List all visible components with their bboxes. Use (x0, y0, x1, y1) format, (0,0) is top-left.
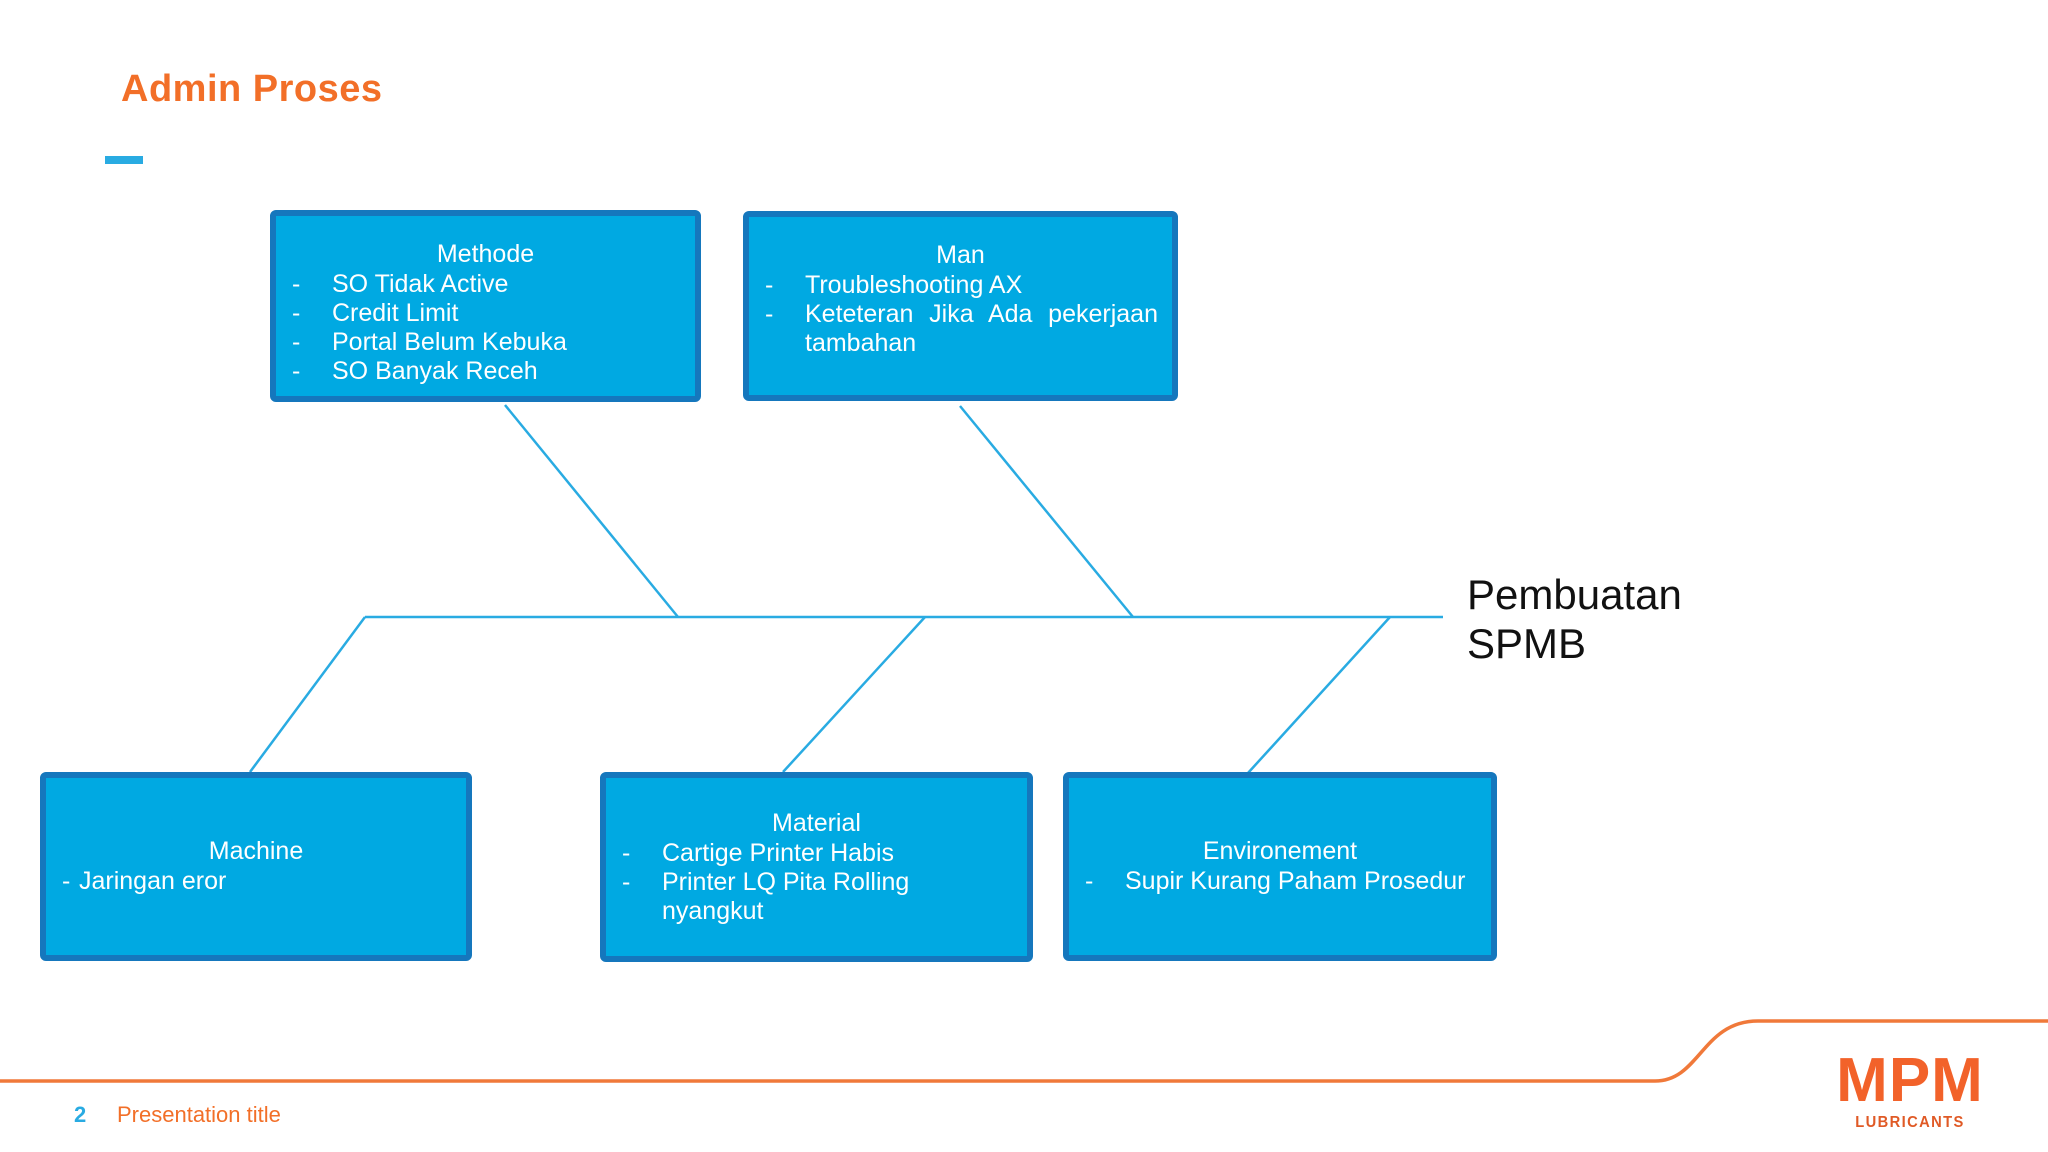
footer-curve-path (0, 1019, 2048, 1083)
effect-label: Pembuatan SPMB (1467, 571, 1682, 667)
page-title: Admin Proses (121, 68, 383, 110)
cause-box-title: Environement (1202, 837, 1358, 865)
bullet-dash: - (292, 328, 301, 356)
cause-box-man: Man - Troubleshooting AX - Keteteran Jik… (743, 211, 1178, 401)
cause-item-text: SO Banyak Receh (332, 357, 538, 385)
logo-wordmark: MPM (1836, 1046, 1984, 1115)
cause-item: - Keteteran Jika Ada pekerjaan tambahan (749, 300, 1172, 358)
cause-box-title: Machine (208, 837, 304, 865)
bullet-dash: - (292, 299, 301, 327)
bullet-dash: - (765, 271, 774, 299)
cause-item: - Credit Limit (276, 299, 695, 328)
cause-item: - SO Banyak Receh (276, 357, 695, 386)
cause-box-title: Material (772, 808, 861, 837)
title-accent-dash (105, 156, 143, 164)
cause-item-text: Printer LQ Pita Rolling nyangkut (662, 867, 910, 925)
material-rib-line (782, 616, 926, 773)
cause-item: - Jaringan eror (46, 867, 466, 896)
footer-presentation-title: Presentation title (117, 1102, 281, 1127)
cause-item-text: Cartige Printer Habis (662, 838, 895, 867)
bullet-dash: - (622, 867, 631, 896)
environement-rib-line (1247, 616, 1391, 774)
cause-item-text: SO Tidak Active (332, 270, 509, 298)
cause-box-material: Material - Cartige Printer Habis - Print… (600, 772, 1033, 962)
mpm-lubricants-logo: MPM LUBRICANTS (1820, 1050, 2000, 1132)
cause-item: - SO Tidak Active (276, 270, 695, 299)
cause-box-title: Methode (436, 240, 535, 268)
cause-item-text: Keteteran Jika Ada pekerjaan tambahan (805, 300, 1158, 357)
cause-item: - Printer LQ Pita Rolling nyangkut (606, 868, 1027, 926)
cause-item: - Supir Kurang Paham Prosedur (1069, 867, 1491, 896)
man-rib-line (959, 405, 1134, 618)
methode-rib-line (504, 404, 679, 618)
cause-item: - Portal Belum Kebuka (276, 328, 695, 357)
cause-item: - Troubleshooting AX (749, 271, 1172, 300)
bullet-dash: - (292, 357, 301, 385)
cause-item-text: Portal Belum Kebuka (332, 328, 567, 356)
cause-item-text: Troubleshooting AX (805, 271, 1023, 299)
bullet-dash: - (765, 300, 774, 328)
cause-box-environement: Environement - Supir Kurang Paham Prosed… (1063, 772, 1497, 961)
machine-rib-line (248, 616, 367, 773)
cause-item-text: Supir Kurang Paham Prosedur (1125, 867, 1466, 895)
bullet-dash: - (292, 270, 301, 298)
cause-box-methode: Methode - SO Tidak Active - Credit Limit… (270, 210, 701, 402)
cause-item-text: Credit Limit (332, 299, 459, 327)
logo-tagline: LUBRICANTS (1855, 1114, 1965, 1131)
cause-item-text: Jaringan eror (79, 867, 227, 895)
cause-box-title: Man (936, 241, 985, 269)
bullet-dash: - (622, 838, 631, 867)
page-number: 2 (74, 1102, 87, 1127)
bullet-dash: - (1085, 867, 1094, 895)
bullet-dash: - (62, 867, 71, 895)
cause-box-machine: Machine - Jaringan eror (40, 772, 472, 961)
cause-item: - Cartige Printer Habis (606, 839, 1027, 868)
